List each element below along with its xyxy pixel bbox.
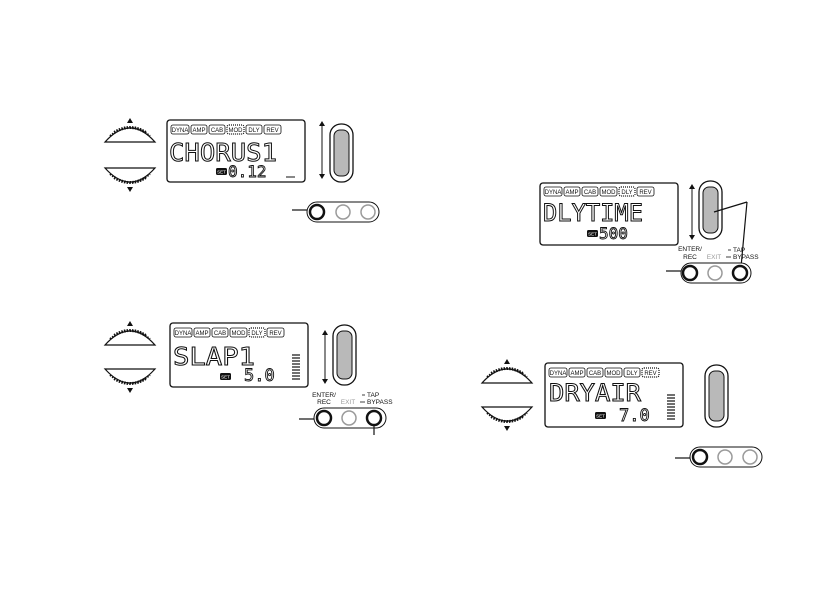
tab-mod: MOD [229,128,244,134]
tab-mod: MOD [607,371,622,377]
param-value: 5.0 [244,366,275,386]
lcd-display: DYNA AMP CAB MOD DLY REV DLYTIME SET 500 [540,183,678,245]
bypass-label: BYPASS [367,399,393,406]
tab-dly: DLY [251,331,262,337]
tab-dyna: DYNA [550,371,567,377]
tap-bypass-button[interactable] [733,266,747,280]
tap-bypass-button[interactable] [367,411,381,425]
tap-bypass-button[interactable] [743,450,757,464]
tab-amp: AMP [565,190,578,196]
lcd-display: DYNA AMP CAB MOD DLY REV SLAP1 SET 5.0 [170,323,308,387]
rocker-switch-icon[interactable] [705,365,728,427]
exit-label: EXIT [707,254,721,261]
tab-dly: DLY [248,128,259,134]
panel-dryair: DYNA AMP CAB MOD DLY REV DRYAIR SET 7.0 [475,355,775,475]
set-badge: SET [221,375,230,380]
exit-button[interactable] [718,450,732,464]
lcd-display: DYNA AMP CAB MOD DLY REV DRYAIR SET 7.0 [545,363,683,427]
enter-rec-button[interactable] [683,266,697,280]
exit-button[interactable] [708,266,722,280]
tab-cab: CAB [211,128,223,134]
param-value: 500 [599,224,628,243]
set-badge: SET [588,232,597,237]
enter-rec-button[interactable] [310,205,324,219]
tab-mod: MOD [232,331,247,337]
lcd-display: DYNA AMP CAB MOD DLY REV CHORUS1 SET 0.1… [167,120,305,182]
param-value: 7.0 [619,406,650,426]
exit-button[interactable] [342,411,356,425]
tab-dyna: DYNA [545,190,562,196]
tab-amp: AMP [570,371,583,377]
enter-rec-button[interactable] [693,450,707,464]
panel-chorus: DYNA AMP CAB MOD DLY REV CHORUS1 SET 0.1… [100,110,390,230]
enter-rec-label: ENTER/ [312,392,336,399]
bypass-label: BYPASS [733,254,759,261]
effect-name: DLYTIME [543,199,643,227]
tab-rev: REV [644,371,656,377]
tab-mod: MOD [602,190,617,196]
tab-dly: DLY [621,190,632,196]
effect-name: DRYAIR [549,379,642,407]
scroll-wheel-icon[interactable] [105,118,155,192]
tap-label: TAP [367,392,379,399]
tab-cab: CAB [584,190,596,196]
tab-cab: CAB [589,371,601,377]
exit-label: EXIT [341,399,355,406]
tab-amp: AMP [192,128,205,134]
param-value: 0.12 [228,162,267,181]
enter-rec-label-2: REC [683,254,697,261]
tap-bypass-button[interactable] [361,205,375,219]
scroll-wheel-icon[interactable] [105,321,155,393]
enter-rec-button[interactable] [317,411,331,425]
tab-dyna: DYNA [175,331,192,337]
set-badge: SET [596,414,605,419]
exit-button[interactable] [336,205,350,219]
rocker-switch-icon[interactable] [322,325,356,385]
rocker-switch-icon[interactable] [319,121,353,182]
enter-rec-label-2: REC [317,399,331,406]
tab-dyna: DYNA [172,128,189,134]
panel-slap: DYNA AMP CAB MOD DLY REV SLAP1 SET 5.0 [100,315,400,440]
tab-rev: REV [269,331,281,337]
scroll-wheel-icon[interactable] [482,359,532,431]
tap-label: TAP [733,247,745,254]
tab-cab: CAB [214,331,226,337]
set-badge: SET [217,170,226,175]
tab-rev: REV [266,128,278,134]
tab-rev: REV [639,190,651,196]
effect-name: SLAP1 [173,342,255,371]
tab-dly: DLY [626,371,637,377]
enter-rec-label: ENTER/ [678,246,702,253]
panel-dlytime: DYNA AMP CAB MOD DLY REV DLYTIME SET 500 [530,175,830,295]
tab-amp: AMP [195,331,208,337]
